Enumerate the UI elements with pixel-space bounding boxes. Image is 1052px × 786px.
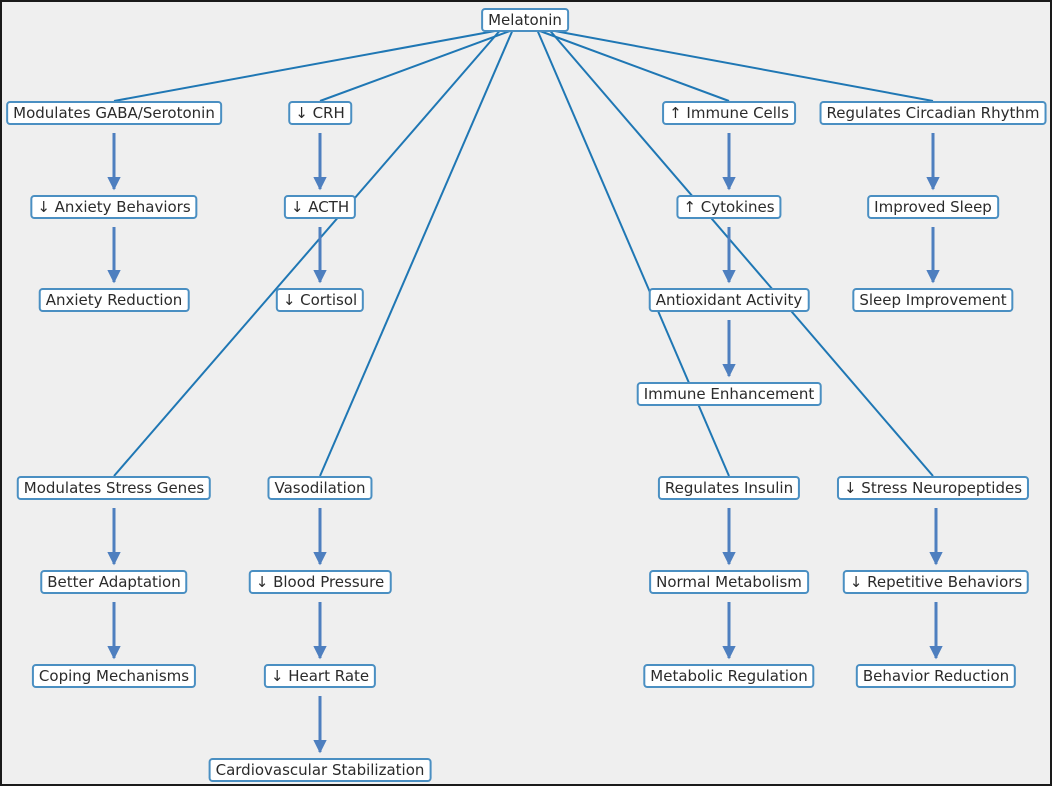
- node-antioxidant-activity: Antioxidant Activity: [648, 288, 810, 312]
- node-cortisol: ↓ Cortisol: [275, 288, 365, 312]
- node-normal-metabolism: Normal Metabolism: [649, 570, 809, 594]
- node-blood-pressure: ↓ Blood Pressure: [248, 570, 392, 594]
- node-vasodilation: Vasodilation: [267, 476, 373, 500]
- node-better-adaptation: Better Adaptation: [40, 570, 188, 594]
- node-modulates-stress-genes: Modulates Stress Genes: [16, 476, 212, 500]
- node-sleep-improvement: Sleep Improvement: [852, 288, 1014, 312]
- node-coping-mechanisms: Coping Mechanisms: [31, 664, 197, 688]
- node-stress-neuropeptides: ↓ Stress Neuropeptides: [836, 476, 1030, 500]
- connector-melatonin-to-insulin: [536, 29, 730, 477]
- node-repetitive-behaviors: ↓ Repetitive Behaviors: [842, 570, 1030, 594]
- node-modulates-gaba-serotonin: Modulates GABA/Serotonin: [6, 101, 222, 125]
- node-melatonin: Melatonin: [481, 8, 569, 32]
- connector-melatonin-to-immune-cells: [536, 29, 730, 102]
- connector-melatonin-to-gaba: [113, 29, 501, 102]
- node-acth: ↓ ACTH: [283, 195, 357, 219]
- connector-melatonin-to-vasodilation: [319, 29, 514, 477]
- connector-melatonin-to-stress-genes: [113, 29, 502, 477]
- node-behavior-reduction: Behavior Reduction: [855, 664, 1017, 688]
- node-regulates-insulin: Regulates Insulin: [657, 476, 801, 500]
- node-regulates-circadian-rhythm: Regulates Circadian Rhythm: [819, 101, 1047, 125]
- node-crh: ↓ CRH: [288, 101, 352, 125]
- node-metabolic-regulation: Metabolic Regulation: [643, 664, 815, 688]
- node-cardiovascular-stabilization: Cardiovascular Stabilization: [208, 758, 432, 782]
- connector-melatonin-to-circadian: [549, 29, 934, 102]
- node-heart-rate: ↓ Heart Rate: [263, 664, 377, 688]
- node-immune-enhancement: Immune Enhancement: [636, 382, 822, 406]
- node-anxiety-reduction: Anxiety Reduction: [38, 288, 190, 312]
- node-cytokines: ↑ Cytokines: [676, 195, 782, 219]
- node-improved-sleep: Improved Sleep: [867, 195, 999, 219]
- node-anxiety-behaviors: ↓ Anxiety Behaviors: [30, 195, 198, 219]
- connector-melatonin-to-stress-neuropeptides: [548, 29, 934, 477]
- connector-melatonin-to-crh: [319, 29, 514, 102]
- node-immune-cells: ↑ Immune Cells: [662, 101, 796, 125]
